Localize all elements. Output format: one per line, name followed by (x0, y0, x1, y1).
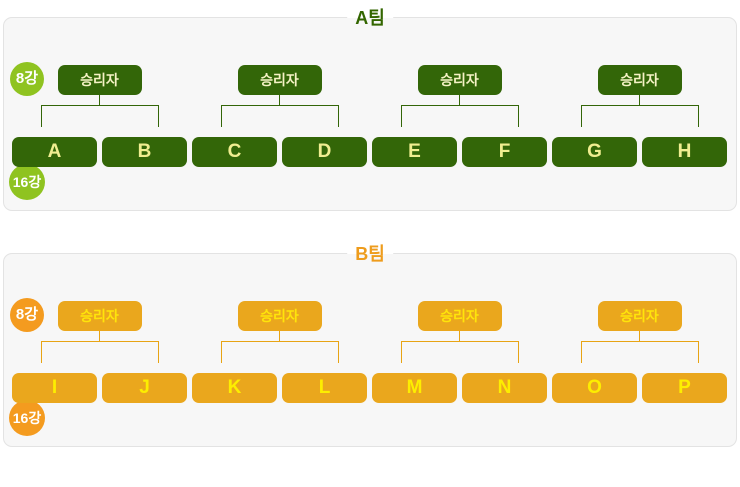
bracket-slot: A (12, 137, 97, 167)
bracket-slot: P (642, 373, 727, 403)
bracket-slot: E (372, 137, 457, 167)
bracket-slot: N (462, 373, 547, 403)
bracket-group: 승리자 G H (552, 65, 727, 167)
bracket-group: 승리자 A B (12, 65, 187, 167)
bracket-connector (372, 331, 547, 373)
bracket-slot: L (282, 373, 367, 403)
bracket-group: 승리자 I J (12, 301, 187, 403)
bracket-connector (552, 331, 727, 373)
bracket-slot: H (642, 137, 727, 167)
winner-box: 승리자 (237, 65, 322, 95)
team-b-round8-badge: 8강 (10, 298, 44, 332)
bracket-connector (192, 331, 367, 373)
team-b-panel: B팀 8강 16강 승리자 I J 승리자 K L 승리자 M N (3, 243, 737, 447)
bracket-connector (372, 95, 547, 137)
bracket-group: 승리자 C D (192, 65, 367, 167)
bracket-group: 승리자 M N (372, 301, 547, 403)
bracket-connector (12, 95, 187, 137)
bracket-connector (12, 331, 187, 373)
bracket-group: 승리자 O P (552, 301, 727, 403)
team-a-round16-badge: 16강 (9, 164, 45, 200)
slot-pair: O P (552, 373, 727, 403)
slot-pair: M N (372, 373, 547, 403)
slot-pair: E F (372, 137, 547, 167)
team-a-bracket: 승리자 A B 승리자 C D 승리자 E F 승리자 (12, 65, 727, 167)
winner-box: 승리자 (597, 65, 682, 95)
bracket-slot: K (192, 373, 277, 403)
slot-pair: G H (552, 137, 727, 167)
slot-pair: I J (12, 373, 187, 403)
slot-pair: A B (12, 137, 187, 167)
bracket-group: 승리자 E F (372, 65, 547, 167)
bracket-slot: M (372, 373, 457, 403)
team-b-round16-badge: 16강 (9, 400, 45, 436)
bracket-slot: J (102, 373, 187, 403)
team-b-title: B팀 (347, 243, 393, 265)
bracket-slot: B (102, 137, 187, 167)
bracket-group: 승리자 K L (192, 301, 367, 403)
bracket-slot: I (12, 373, 97, 403)
winner-box: 승리자 (57, 65, 142, 95)
bracket-slot: G (552, 137, 637, 167)
winner-box: 승리자 (597, 301, 682, 331)
team-a-round8-badge: 8강 (10, 62, 44, 96)
bracket-slot: O (552, 373, 637, 403)
bracket-connector (552, 95, 727, 137)
bracket-slot: C (192, 137, 277, 167)
bracket-connector (192, 95, 367, 137)
bracket-slot: F (462, 137, 547, 167)
bracket-slot: D (282, 137, 367, 167)
team-a-panel: A팀 8강 16강 승리자 A B 승리자 C D 승리자 E F (3, 7, 737, 211)
winner-box: 승리자 (57, 301, 142, 331)
winner-box: 승리자 (237, 301, 322, 331)
slot-pair: K L (192, 373, 367, 403)
winner-box: 승리자 (417, 65, 502, 95)
team-a-title: A팀 (347, 7, 393, 29)
slot-pair: C D (192, 137, 367, 167)
team-b-bracket: 승리자 I J 승리자 K L 승리자 M N 승리자 (12, 301, 727, 403)
winner-box: 승리자 (417, 301, 502, 331)
